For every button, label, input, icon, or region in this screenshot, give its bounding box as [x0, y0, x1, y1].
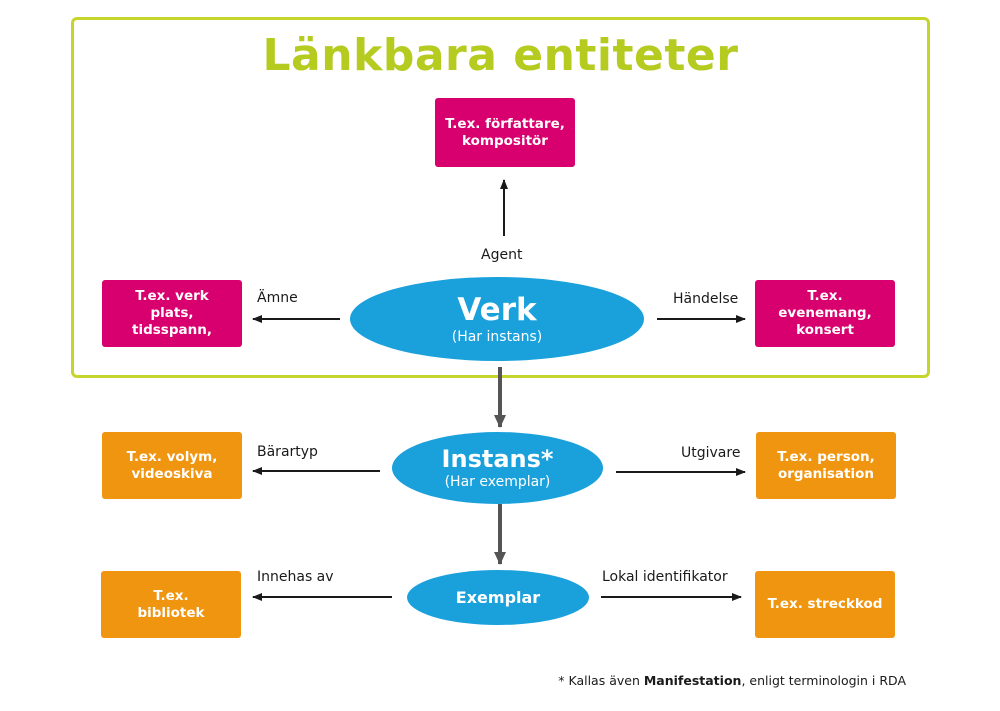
subject-example-box: T.ex. verk plats, tidsspann, — [102, 280, 242, 347]
footnote-suffix: , enligt terminologin i RDA — [741, 673, 906, 688]
instans-title: Instans* — [441, 444, 554, 473]
carrier-example-box: T.ex. volym, videoskiva — [102, 432, 242, 499]
relation-label-handelse: Händelse — [673, 291, 739, 307]
relation-label-barartyp: Bärartyp — [257, 444, 318, 460]
holder-example-box: T.ex. bibliotek — [101, 571, 241, 638]
identifier-example-box: T.ex. streckkod — [755, 571, 895, 638]
instans-subtitle: (Har exemplar) — [444, 474, 551, 491]
footnote: * Kallas även Manifestation, enligt term… — [558, 673, 906, 688]
footnote-bold-term: Manifestation — [643, 673, 742, 688]
instans-ellipse: Instans* (Har exemplar) — [392, 432, 603, 504]
exemplar-title: Exemplar — [455, 587, 541, 607]
relation-label-agent: Agent — [481, 247, 523, 263]
event-example-box: T.ex. evenemang, konsert — [755, 280, 895, 347]
verk-ellipse: Verk (Har instans) — [350, 277, 644, 361]
agent-example-box: T.ex. författare, kompositör — [435, 98, 575, 167]
relation-label-utgivare: Utgivare — [681, 445, 741, 461]
verk-title: Verk — [457, 291, 537, 328]
verk-subtitle: (Har instans) — [451, 329, 543, 346]
footnote-prefix: * Kallas även — [558, 673, 644, 688]
relation-label-innehas-av: Innehas av — [257, 569, 334, 585]
relation-label-amne: Ämne — [257, 290, 298, 306]
publisher-example-box: T.ex. person, organisation — [756, 432, 896, 499]
relation-label-lokal-identifikator: Lokal identifikator — [602, 569, 728, 585]
diagram-title: Länkbara entiteter — [262, 30, 739, 81]
exemplar-ellipse: Exemplar — [407, 570, 589, 625]
